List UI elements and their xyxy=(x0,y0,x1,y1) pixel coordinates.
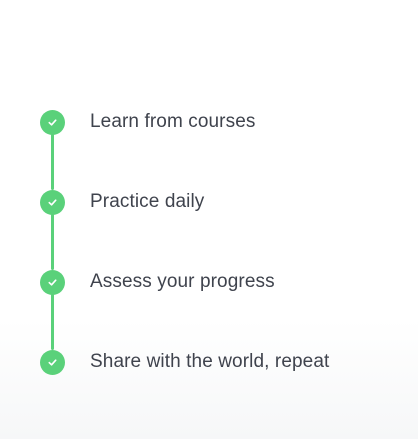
step-item-assess: Assess your progress xyxy=(40,269,275,295)
step-label: Learn from courses xyxy=(90,111,256,132)
step-item-practice: Practice daily xyxy=(40,189,204,215)
step-item-learn: Learn from courses xyxy=(40,109,255,135)
check-icon xyxy=(40,269,65,295)
background-shade xyxy=(0,319,418,439)
step-connector xyxy=(51,134,54,190)
step-label: Assess your progress xyxy=(90,271,275,292)
check-icon xyxy=(40,109,65,135)
step-label: Practice daily xyxy=(90,191,205,212)
check-icon xyxy=(40,349,65,375)
step-label: Share with the world, repeat xyxy=(90,351,330,372)
check-icon xyxy=(40,189,65,215)
step-connector xyxy=(51,214,54,270)
step-connector xyxy=(51,294,54,350)
step-item-share: Share with the world, repeat xyxy=(40,349,329,375)
